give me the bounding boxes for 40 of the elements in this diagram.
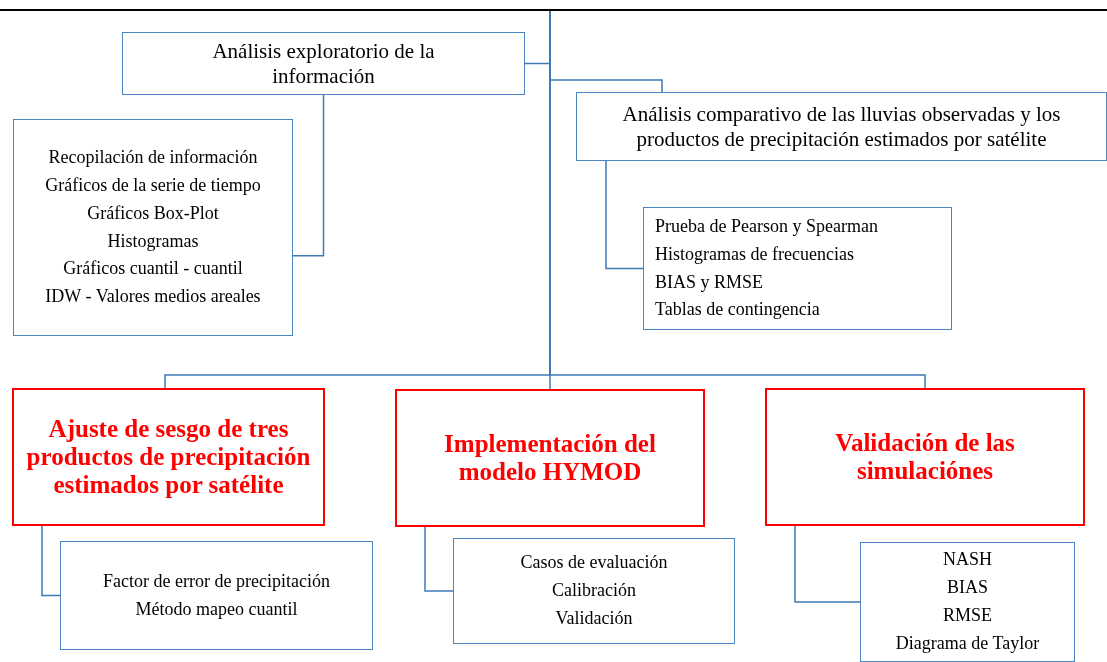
connector-line: [292, 94, 325, 257]
box-title: Análisis exploratorio de la información: [211, 39, 436, 88]
list-item: NASH: [943, 548, 992, 572]
list-item: Validación: [555, 606, 633, 630]
list-box: [60, 541, 373, 650]
connector-line: [794, 525, 861, 603]
list-item: Recopilación de información: [48, 145, 258, 169]
list-item: Casos de evaluación: [520, 551, 668, 575]
stage-box: [12, 388, 325, 526]
stage-title: Ajuste de sesgo de tres productos de precipitación estimados por satélite: [25, 415, 312, 499]
list-box: [453, 538, 735, 644]
list-item: Calibración: [552, 579, 636, 603]
list-item: RMSE: [943, 604, 992, 627]
list-item: Diagrama de Taylor: [895, 631, 1040, 655]
stage-title: Validación de las simulaciónes: [834, 429, 1016, 485]
process-box: [122, 32, 525, 95]
connector-line: [605, 160, 644, 270]
list-box: [13, 119, 293, 336]
connector-line: [424, 526, 454, 592]
list-box: [860, 542, 1075, 662]
list-item: Histogramas: [107, 229, 199, 253]
stage-box: [765, 388, 1085, 526]
connector-line: [549, 10, 926, 389]
list-item: Gráficos de la serie de tiempo: [45, 173, 261, 197]
list-item: Gráficos cuantil - cuantil: [63, 257, 243, 281]
stage-box: [395, 389, 705, 527]
list-item: Prueba de Pearson y Spearman: [655, 214, 878, 238]
list-item: BIAS y RMSE: [655, 270, 764, 294]
list-item: Histogramas de frecuencias: [655, 242, 854, 266]
list-item: Tablas de contingencia: [655, 298, 820, 322]
stage-title: Implementación del modelo HYMOD: [443, 430, 657, 486]
list-item: Factor de error de precipitación: [103, 569, 330, 593]
box-title: Análisis comparativo de las lluvias observadas y los productos de precipitación estimados por satélite: [621, 102, 1062, 151]
process-box: [576, 92, 1107, 161]
connector-line: [41, 525, 61, 597]
list-item: IDW - Valores medios areales: [45, 285, 261, 309]
list-item: Método mapeo cuantil: [135, 597, 298, 621]
list-box: [643, 207, 952, 330]
list-item: Gráficos Box-Plot: [87, 201, 219, 225]
list-item: BIAS: [947, 576, 988, 600]
